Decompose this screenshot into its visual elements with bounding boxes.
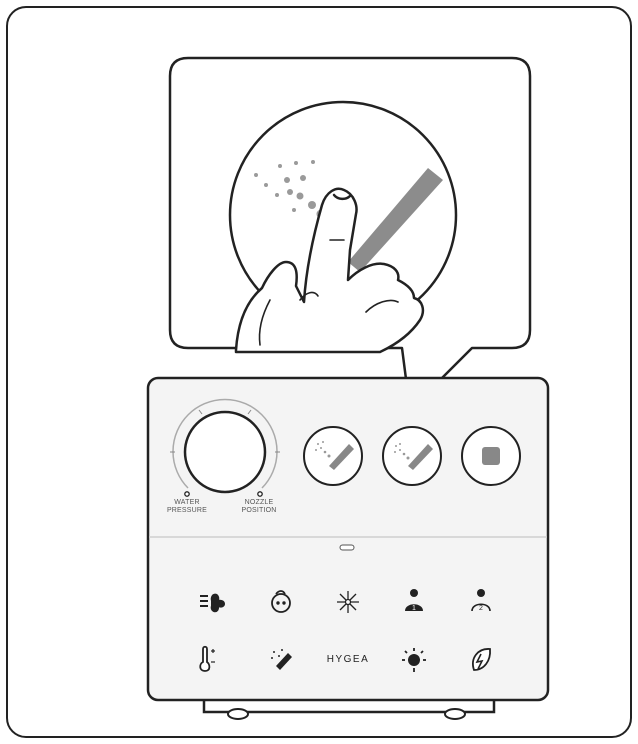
water-pressure-label-line1: WATER — [160, 499, 214, 507]
svg-text:2: 2 — [479, 605, 483, 612]
stop-button[interactable] — [462, 427, 520, 485]
front-wash-button[interactable] — [383, 427, 441, 485]
stop-icon — [482, 447, 500, 465]
nozzle-position-label-line2: POSITION — [232, 507, 286, 515]
rear-wash-button[interactable] — [304, 427, 362, 485]
brand-label: HYGEA — [316, 654, 380, 665]
svg-text:1: 1 — [412, 605, 416, 612]
sparkle-icon[interactable] — [337, 591, 359, 613]
nozzle-position-label-line1: NOZZLE — [232, 499, 286, 507]
water-pressure-label: WATER PRESSURE — [160, 499, 214, 515]
water-pressure-label-line2: PRESSURE — [160, 507, 214, 515]
nozzle-position-label: NOZZLE POSITION — [232, 499, 286, 515]
